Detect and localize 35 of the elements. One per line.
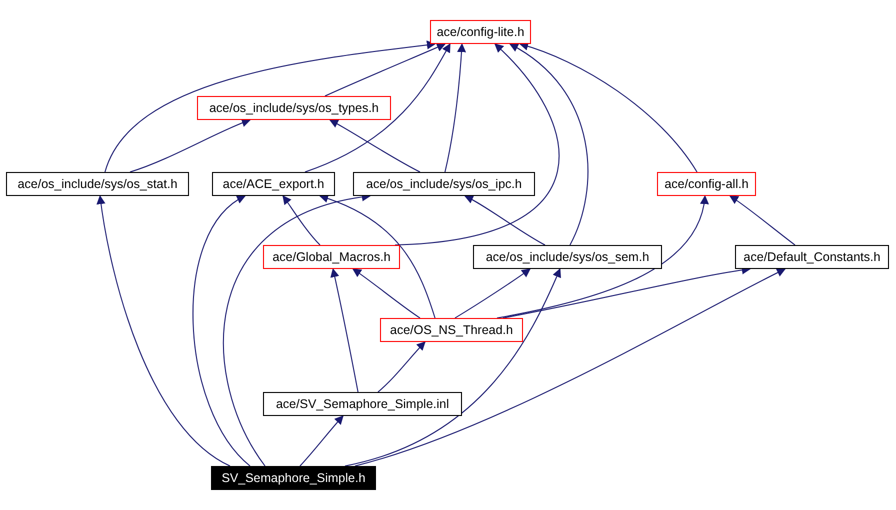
include-arrow	[329, 120, 420, 172]
include-arrow	[509, 44, 588, 246]
file-node: ace/os_include/sys/os_ipc.h	[353, 172, 535, 196]
include-arrow	[454, 268, 531, 318]
include-arrow	[519, 42, 698, 172]
include-arrow	[344, 268, 561, 466]
file-node: SV_Semaphore_Simple.h	[211, 466, 376, 490]
file-node: ace/config-all.h	[657, 172, 756, 196]
include-arrow	[130, 118, 251, 172]
file-node: ace/OS_NS_Thread.h	[380, 318, 523, 342]
include-arrow	[319, 194, 436, 318]
include-arrow	[444, 43, 466, 172]
include-arrow	[378, 341, 426, 392]
file-node: ace/ACE_export.h	[212, 172, 335, 196]
include-arrow	[304, 43, 450, 172]
include-arrow	[300, 415, 344, 466]
include-arrow	[464, 196, 546, 246]
include-arrow	[729, 196, 796, 246]
include-arrow	[324, 43, 446, 96]
include-arrow	[104, 40, 436, 172]
file-node: ace/os_include/sys/os_stat.h	[6, 172, 189, 196]
include-arrow	[96, 195, 230, 466]
include-arrow	[192, 196, 250, 466]
file-node: ace/config-lite.h	[430, 20, 531, 44]
file-node: ace/os_include/sys/os_types.h	[197, 96, 391, 120]
include-arrow	[394, 43, 560, 246]
file-node: ace/Global_Macros.h	[263, 245, 400, 269]
include-arrow	[282, 195, 320, 246]
include-arrow	[354, 268, 786, 466]
include-arrow	[352, 268, 420, 318]
file-node: ace/SV_Semaphore_Simple.inl	[263, 392, 462, 416]
include-arrow	[330, 268, 358, 392]
file-node: ace/os_include/sys/os_sem.h	[473, 245, 662, 269]
file-node: ace/Default_Constants.h	[735, 245, 889, 269]
include-arrow	[496, 195, 708, 318]
